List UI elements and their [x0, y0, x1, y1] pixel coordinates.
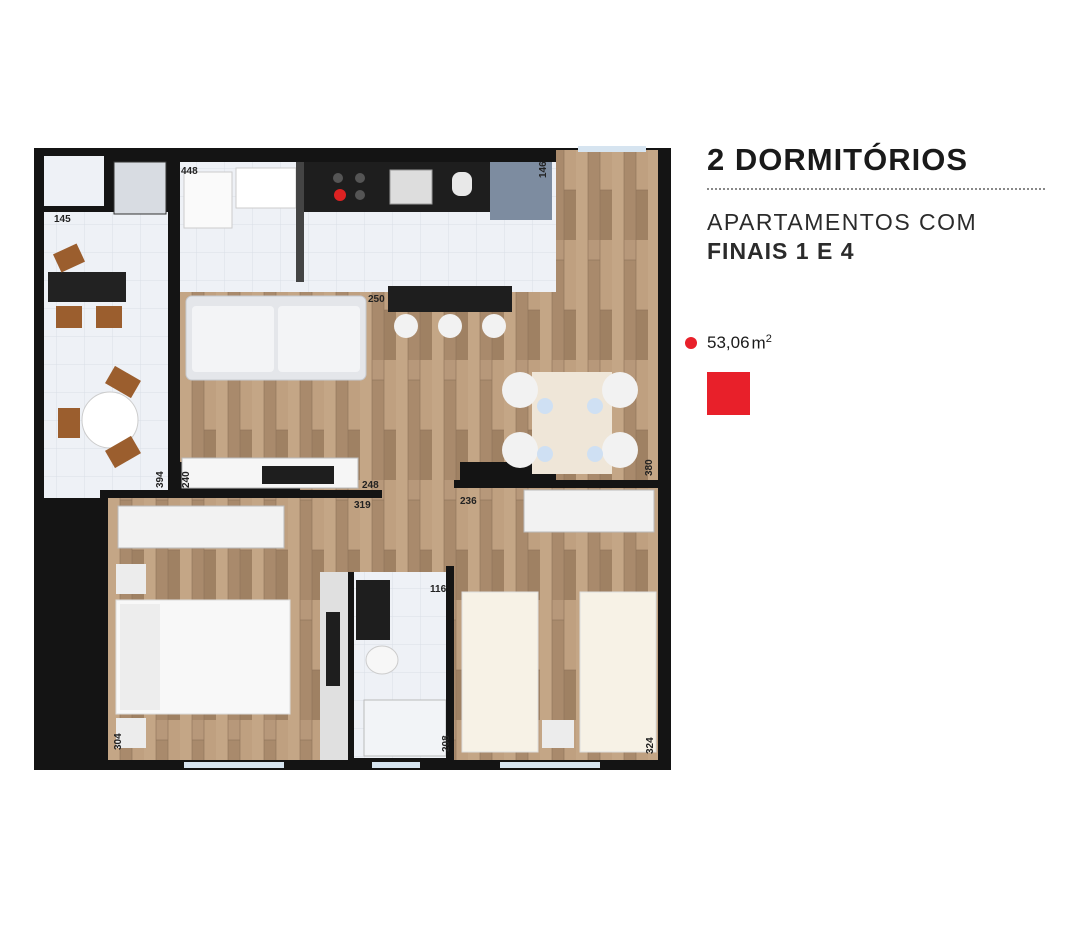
bar-counter [48, 272, 126, 302]
window [500, 762, 600, 768]
dim-label: 380 [644, 459, 655, 476]
chair [58, 408, 80, 438]
stool [394, 314, 418, 338]
chair [56, 306, 82, 328]
stool [438, 314, 462, 338]
floor-plan: 448 146 145 250 394 240 248 319 236 380 … [34, 146, 671, 770]
tv [262, 466, 334, 484]
single-bed [579, 591, 657, 753]
interior-wall [454, 480, 658, 488]
sofa-cushion [278, 306, 360, 372]
area-value: 53,06 [707, 333, 750, 352]
dim-label: 146 [538, 161, 549, 178]
wardrobe [523, 489, 655, 533]
stool [482, 314, 506, 338]
sofa-cushion [192, 306, 274, 372]
subtitle-line-1: APARTAMENTOS COM [707, 209, 978, 235]
toilet [365, 645, 399, 675]
bathroom-sink [356, 580, 390, 640]
chair [96, 306, 122, 328]
dim-label: 208 [441, 735, 452, 752]
refrigerator [490, 162, 552, 220]
area-unit: m2 [751, 332, 772, 353]
dim-label: 116 [430, 584, 447, 595]
red-dot-icon [685, 337, 697, 349]
nightstand [542, 720, 574, 748]
chair [105, 365, 141, 399]
page-title: 2 DORMITÓRIOS [707, 142, 969, 177]
island-counter [388, 286, 512, 312]
dim-label: 240 [181, 471, 192, 488]
wardrobe [117, 505, 285, 549]
apartment-info: 2 DORMITÓRIOS APARTAMENTOS COM FINAIS 1 … [685, 140, 1052, 415]
window [578, 146, 646, 152]
nightstand [116, 718, 146, 748]
dim-label: 250 [368, 294, 385, 305]
shower [363, 699, 447, 757]
dim-label: 145 [54, 214, 71, 225]
dim-label: 248 [362, 480, 379, 491]
dotted-divider [707, 188, 1045, 190]
stove-burner [334, 189, 346, 201]
dim-label: 394 [155, 471, 166, 488]
sink [389, 169, 433, 205]
chair [105, 435, 141, 469]
dim-label: 448 [181, 166, 198, 177]
window [372, 762, 420, 768]
dim-label: 324 [645, 737, 656, 754]
appliance [452, 172, 472, 196]
grill [113, 161, 167, 215]
single-bed [461, 591, 539, 753]
dim-label: 304 [113, 733, 124, 750]
subtitle-line-2: FINAIS 1 E 4 [707, 238, 855, 264]
area-row: 53,06 m2 [685, 330, 1052, 356]
washing-machine [235, 167, 297, 209]
chair [52, 243, 86, 273]
color-swatch [707, 372, 750, 415]
dim-label: 236 [460, 496, 477, 507]
laundry-tank [183, 171, 233, 229]
partition-wall [296, 162, 304, 282]
balcony-storage [44, 156, 104, 206]
nightstand [116, 564, 146, 594]
floor-plan-drawing: 448 146 145 250 394 240 248 319 236 380 … [34, 146, 671, 770]
window [184, 762, 284, 768]
dim-label: 319 [354, 500, 371, 511]
interior-wall [100, 490, 382, 498]
